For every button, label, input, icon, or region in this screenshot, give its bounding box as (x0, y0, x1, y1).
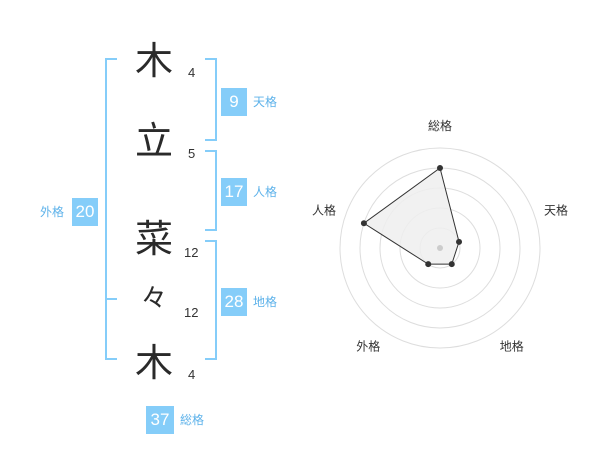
radar-value-polygon (363, 167, 460, 265)
radar-ring-5 (339, 147, 541, 349)
stroke-count-1: 4 (188, 65, 196, 80)
radar-axis-label-3: 地格 (500, 339, 524, 354)
radar-axis-label-5: 人格 (312, 202, 336, 217)
radar-axis-label-4: 外格 (356, 339, 380, 354)
stroke-count-4: 12 (184, 305, 199, 320)
radar-point-1 (437, 165, 443, 171)
tenkaku-label: 天格 (253, 95, 278, 109)
tenkaku-bracket (205, 58, 217, 141)
jinkaku-bracket (205, 150, 217, 231)
radar-point-4 (425, 261, 432, 268)
jinkaku-badge: 17 (221, 178, 247, 206)
stroke-count-2: 5 (188, 146, 196, 161)
gaikaku-bracket-tick (105, 298, 117, 300)
chikaku-label: 地格 (253, 295, 278, 309)
name-char-4: 々 (140, 284, 167, 314)
radar-point-2 (456, 238, 463, 245)
radar-center-point (437, 245, 443, 251)
name-char-5: 木 (134, 341, 173, 385)
gaikaku-label: 外格 (40, 205, 65, 219)
chikaku-bracket (205, 240, 217, 360)
name-char-3: 菜 (134, 217, 173, 261)
tenkaku-badge: 9 (221, 88, 247, 116)
name-char-1: 木 (134, 39, 173, 83)
name-char-2: 立 (134, 119, 173, 163)
soukaku-badge: 37 (146, 406, 174, 434)
jinkaku-label: 人格 (253, 185, 278, 199)
radar-axis-label-2: 天格 (544, 202, 568, 217)
gaikaku-bracket (105, 58, 117, 360)
soukaku-label: 総格 (180, 413, 205, 427)
radar-axis-label-1: 総格 (428, 118, 452, 133)
radar-point-3 (448, 261, 455, 268)
gaikaku-badge: 20 (72, 198, 98, 226)
stroke-count-3: 12 (184, 245, 199, 260)
stroke-count-5: 4 (188, 367, 196, 382)
chikaku-badge: 28 (221, 288, 247, 316)
radar-point-5 (360, 220, 367, 227)
